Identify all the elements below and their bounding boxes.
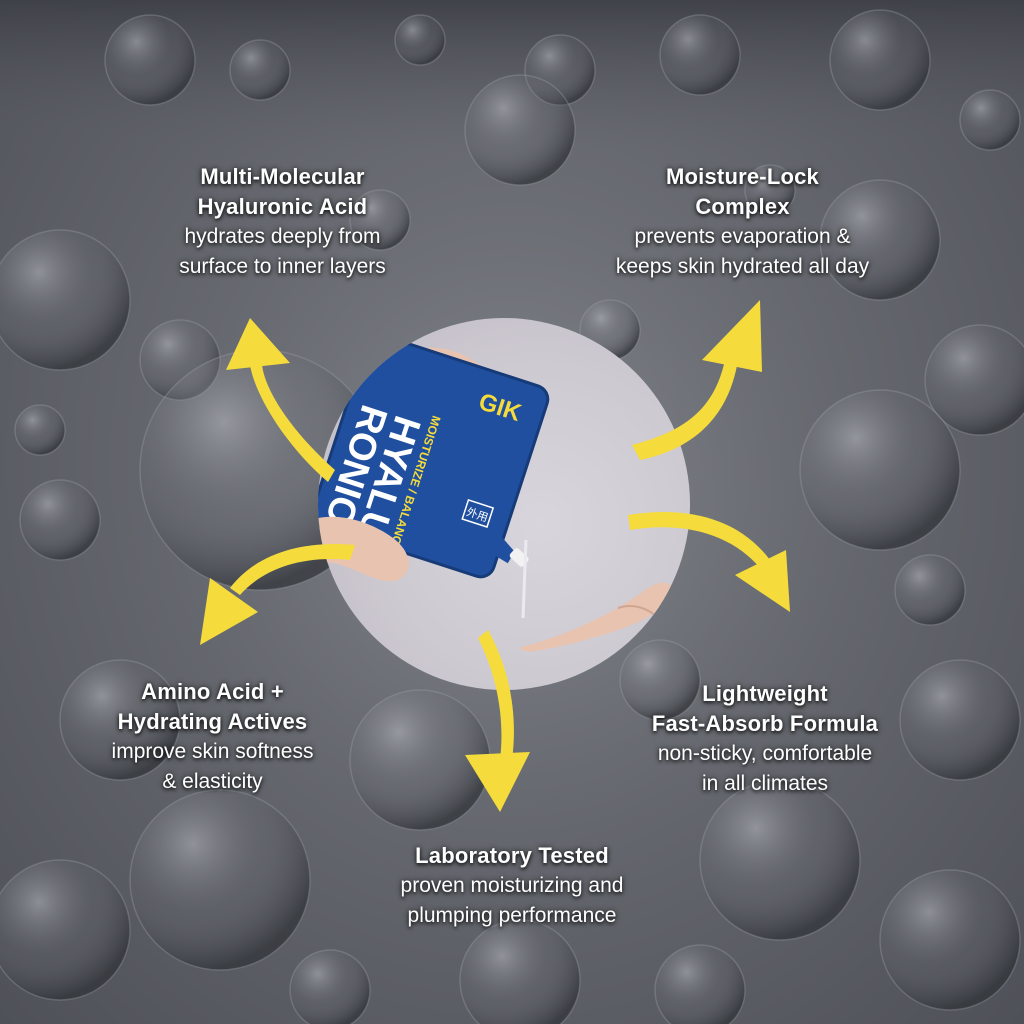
callout-description: improve skin softness (111, 740, 314, 763)
water-bubble (289, 949, 371, 1024)
callout-moisture-lock-complex: Moisture-Lock Complex prevents evaporati… (570, 162, 915, 282)
callout-heading: Lightweight (702, 681, 828, 706)
callout-description: surface to inner layers (179, 255, 386, 278)
callout-heading: Hydrating Actives (117, 709, 308, 734)
callout-heading: Complex (695, 194, 790, 219)
water-bubble (879, 869, 1021, 1011)
product-image: GIK HYALU RONIC MOISTURIZE / BALANCE 外用 (318, 318, 690, 690)
callout-heading: Amino Acid + (141, 679, 284, 704)
callout-laboratory-tested: Laboratory Tested proven moisturizing an… (352, 841, 672, 931)
water-bubble (744, 164, 796, 216)
water-bubble (899, 659, 1021, 781)
water-bubble (829, 9, 931, 111)
callout-heading: Multi-Molecular (200, 164, 365, 189)
water-bubble (619, 639, 701, 721)
callout-description: hydrates deeply from (184, 225, 381, 248)
water-bubble (699, 779, 861, 941)
water-bubble (464, 74, 576, 186)
callout-description: plumping performance (407, 904, 617, 927)
callout-heading: Fast-Absorb Formula (651, 711, 879, 736)
water-bubble (959, 89, 1021, 151)
water-bubble (819, 179, 941, 301)
water-bubble (459, 919, 581, 1024)
water-bubble (659, 14, 741, 96)
water-bubble (394, 14, 446, 66)
pouch-badge: 外用 (465, 505, 490, 524)
water-bubble (799, 389, 961, 551)
water-bubble (104, 14, 196, 106)
water-bubble (229, 39, 291, 101)
callout-description: keeps skin hydrated all day (615, 255, 870, 278)
water-bubble (0, 859, 131, 1001)
water-bubble (129, 789, 311, 971)
callout-description: in all climates (701, 772, 829, 795)
callout-description: proven moisturizing and (400, 874, 624, 897)
water-bubble (924, 324, 1024, 436)
water-bubble (19, 479, 101, 561)
callout-description: prevents evaporation & (634, 225, 851, 248)
callout-heading: Hyaluronic Acid (197, 194, 368, 219)
water-bubble (0, 229, 131, 371)
callout-heading: Laboratory Tested (415, 843, 609, 868)
water-bubble (349, 189, 411, 251)
callout-amino-acid: Amino Acid + Hydrating Actives improve s… (70, 677, 355, 797)
callout-multi-molecular-ha: Multi-Molecular Hyaluronic Acid hydrates… (130, 162, 435, 282)
product-illustration: GIK HYALU RONIC MOISTURIZE / BALANCE 外用 (318, 333, 672, 652)
water-bubble (59, 659, 181, 781)
callout-lightweight-formula: Lightweight Fast-Absorb Formula non-stic… (610, 679, 920, 799)
water-bubble (894, 554, 966, 626)
callout-description: non-sticky, comfortable (657, 742, 873, 765)
callout-description: & elasticity (162, 770, 263, 793)
water-bubble (349, 689, 491, 831)
callout-heading: Moisture-Lock (666, 164, 819, 189)
water-bubble (14, 404, 66, 456)
water-bubble (654, 944, 746, 1024)
